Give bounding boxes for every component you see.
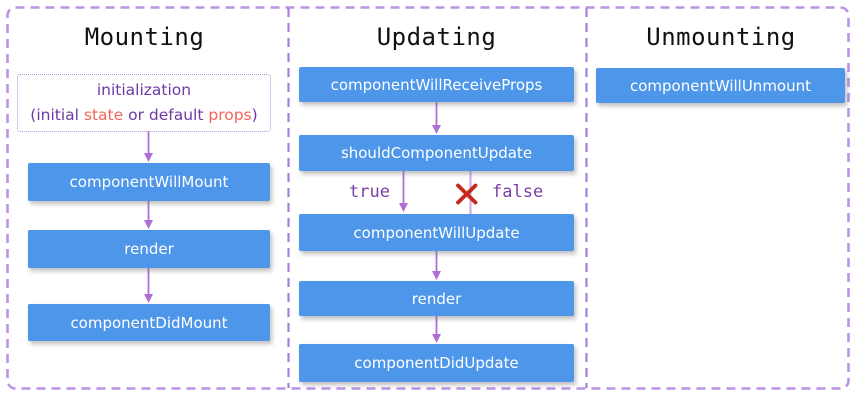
box-component-will-receive-props: componentWillReceiveProps <box>299 67 574 102</box>
box-component-did-update: componentDidUpdate <box>299 344 574 382</box>
arrow-componentwillmount-to-render-icon <box>144 201 153 229</box>
column-title-mounting: Mounting <box>84 23 205 51</box>
box-should-component-update: shouldComponentUpdate <box>299 135 574 171</box>
initialization-detail: (initial state or default props) <box>30 106 258 124</box>
diagram-outer-border <box>6 6 850 390</box>
column-title-unmounting: Unmounting <box>646 23 796 51</box>
false-cross-icon <box>456 183 478 205</box>
arrow-willupdate-to-render-icon <box>432 251 441 280</box>
branch-label-true: true <box>349 182 390 202</box>
initialization-box: initialization (initial state or default… <box>17 74 271 132</box>
initialization-label: initialization <box>96 81 192 99</box>
box-component-will-update: componentWillUpdate <box>299 214 574 251</box>
state-keyword: state <box>83 106 124 124</box>
box-component-will-mount: componentWillMount <box>28 163 270 201</box>
box-render-mounting: render <box>28 230 270 268</box>
box-render-updating: render <box>299 281 574 316</box>
arrow-true-branch-icon <box>399 171 408 212</box>
arrow-render-to-componentdidupdate-icon <box>432 316 441 343</box>
box-component-will-unmount: componentWillUnmount <box>596 68 845 103</box>
arrow-initialization-to-componentwillmount-icon <box>144 131 153 162</box>
box-component-did-mount: componentDidMount <box>28 304 270 341</box>
arrow-receiveprops-to-shouldupdate-icon <box>432 102 441 134</box>
props-keyword: props <box>208 106 252 124</box>
column-title-updating: Updating <box>376 23 497 51</box>
arrow-render-to-componentdidmount-icon <box>144 268 153 303</box>
branch-label-false: false <box>492 182 544 202</box>
